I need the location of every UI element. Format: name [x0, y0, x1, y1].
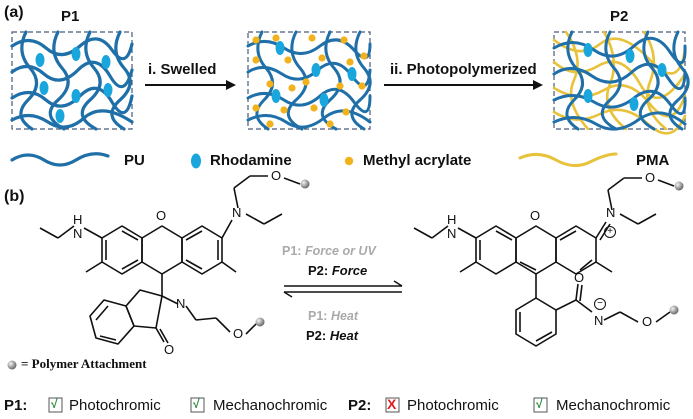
p1-photochromic-checkbox [48, 397, 63, 413]
forward-p2-condition: P2: Force [308, 263, 368, 278]
attachment-ball-3 [674, 181, 684, 191]
panel-b-label: (b) [4, 188, 25, 205]
legend-pma-line [518, 152, 618, 167]
legend-methyl-acrylate-label: Methyl acrylate [363, 152, 472, 169]
step-photopolymerized-label: ii. Photopolymerized [390, 61, 537, 78]
p1-network-box [11, 31, 133, 130]
legend-rhodamine-symbol [191, 153, 201, 169]
p2-photochromic-cross-mark: X [387, 396, 397, 412]
step-swelled-label: i. Swelled [148, 61, 217, 78]
equilibrium-arrows [283, 280, 403, 298]
left-atom-n-lactam: N [176, 296, 186, 311]
forward-p1-condition: P1: Force or UV [282, 244, 376, 258]
legend-pu-line [10, 152, 110, 167]
attachment-ball-4 [669, 305, 679, 315]
footer-p1-mechanochromic: Mechanochromic [213, 397, 328, 414]
open-ring-structure [413, 177, 675, 347]
step-arrows [145, 80, 543, 90]
left-atom-o-carbonyl: O [164, 342, 175, 357]
p1-rhodamine-units [35, 47, 113, 123]
right-atom-o-xanthene: O [530, 208, 541, 223]
p1-photochromic-check-mark: √ [51, 397, 58, 411]
right-plus-charge: + [604, 226, 616, 238]
p2-mechanochromic-checkbox [533, 397, 548, 413]
footer-p2-label: P2: [348, 397, 372, 414]
reverse-p2-condition: P2: Heat [306, 328, 359, 343]
panel-a-label: (a) [4, 4, 24, 21]
legend-pma-label: PMA [636, 152, 670, 169]
right-atom-o-ether: O [642, 314, 653, 329]
swelled-methyl-acrylate-monomers [252, 34, 368, 128]
footer-p1-label: P1: [4, 397, 28, 414]
attachment-legend-ball [7, 360, 17, 370]
p1-label: P1 [61, 8, 80, 25]
left-atom-n-diethyl: N [232, 205, 242, 220]
legend-rhodamine-label: Rhodamine [210, 152, 292, 169]
right-atom-o-linker: O [645, 170, 656, 185]
swelled-rhodamine-units [271, 41, 357, 107]
legend-methyl-acrylate-symbol [344, 156, 354, 166]
p2-rhodamine-units [583, 43, 667, 111]
left-atom-o-linker: O [271, 168, 282, 183]
attachment-ball-1 [300, 179, 310, 189]
p1-mechanochromic-check-mark: √ [193, 397, 200, 411]
left-atom-h: H [73, 212, 83, 227]
polymer-attachment-note: = Polymer Attachment [21, 356, 147, 371]
left-atom-o-ether: O [233, 326, 244, 341]
right-atom-o-carbonyl: O [574, 270, 585, 285]
right-atom-n-amide: N [594, 313, 604, 328]
p2-photochromic-box [385, 397, 400, 413]
right-atom-n-amine: N [447, 226, 457, 241]
p1-mechanochromic-checkbox [190, 397, 205, 413]
p2-label: P2 [610, 8, 629, 25]
reverse-p1-condition: P1: Heat [308, 309, 359, 323]
spirolactam-structure [39, 175, 301, 345]
right-minus-charge: − [594, 298, 606, 310]
footer-p2-mechanochromic: Mechanochromic [556, 397, 671, 414]
p2-mechanochromic-check-mark: √ [536, 397, 543, 411]
right-atom-n-iminium: N [606, 205, 616, 220]
attachment-ball-2 [255, 317, 265, 327]
footer-p2-photochromic: Photochromic [407, 397, 499, 414]
left-atom-n-amine: N [73, 226, 83, 241]
p1-pu-network [10, 30, 134, 131]
right-atom-h: H [447, 212, 457, 227]
legend-pu-label: PU [124, 152, 145, 169]
left-atom-o-xanthene: O [156, 208, 167, 223]
footer-p1-photochromic: Photochromic [69, 397, 161, 414]
